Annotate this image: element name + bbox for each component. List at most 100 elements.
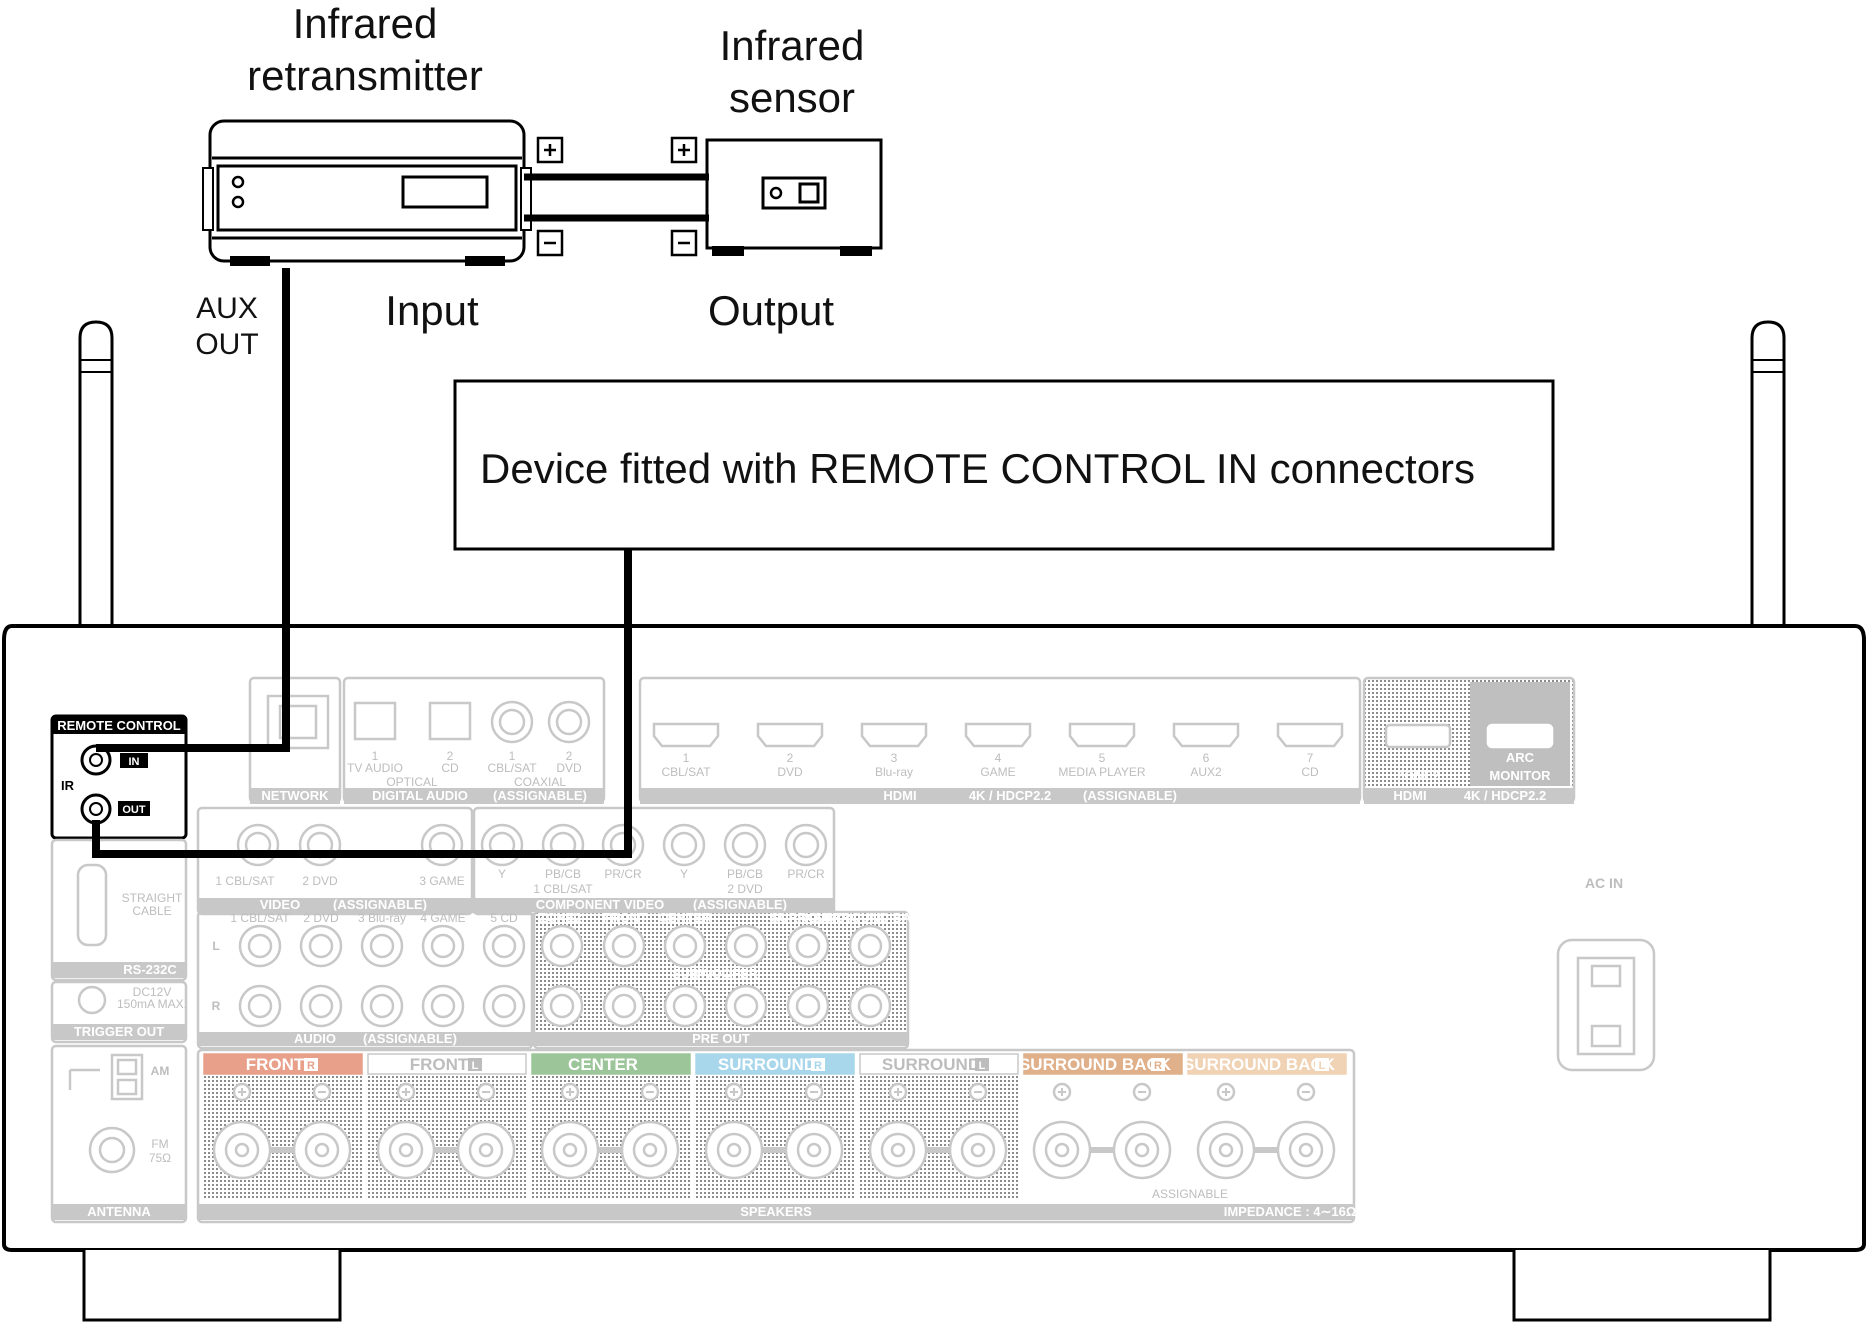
optical-1-num: 1 <box>372 749 379 763</box>
coaxial-1-num: 1 <box>509 749 516 763</box>
output-label: Output <box>708 287 834 334</box>
component-assignable-label: (ASSIGNABLE) <box>693 897 787 912</box>
preout-jack[interactable] <box>724 984 768 1028</box>
hdmi-input-name: GAME <box>980 765 1015 779</box>
retransmitter-label-line1: Infrared <box>293 0 438 47</box>
speaker-post[interactable] <box>948 1082 1008 1180</box>
ma150-label: 150mA MAX. <box>117 997 187 1011</box>
speaker-post[interactable] <box>784 1082 844 1180</box>
am-label: AM <box>151 1064 170 1078</box>
remote-out-to-device-cable <box>92 549 632 858</box>
preout-jack[interactable] <box>602 924 646 968</box>
remote-control-panel: REMOTE CONTROL IR IN OUT <box>50 714 188 840</box>
audio-jack-3-l[interactable] <box>360 924 404 968</box>
preout-jack[interactable] <box>663 984 707 1028</box>
comp-pb-2: PB/CB <box>727 867 763 881</box>
hdmi-input-name: Blu-ray <box>875 765 913 779</box>
rs232c-section: STRAIGHT CABLE RS-232C <box>50 838 188 982</box>
fm-label: FM <box>151 1137 168 1151</box>
audio-jack-4-r[interactable] <box>421 984 465 1028</box>
optical-label: OPTICAL <box>386 775 438 789</box>
audio-jack-1-l[interactable] <box>238 924 282 968</box>
infrared-sensor <box>705 138 883 256</box>
speaker-post[interactable] <box>1196 1082 1256 1180</box>
straight-label: STRAIGHT <box>122 891 183 905</box>
preout-jack[interactable] <box>602 984 646 1028</box>
audio-jack-1-r[interactable] <box>238 984 282 1028</box>
audio-jack-5-r[interactable] <box>482 984 526 1028</box>
retransmitter-label-line2: retransmitter <box>247 52 483 99</box>
impedance-label: IMPEDANCE : 4∼16Ω <box>1224 1204 1357 1219</box>
comp-pr-2: PR/CR <box>787 867 825 881</box>
speaker-name: FRONT <box>246 1055 305 1074</box>
hdmi-input-name: CBL/SAT <box>661 765 711 779</box>
preout-jack[interactable] <box>786 984 830 1028</box>
hdmi-input-name: CD <box>1301 765 1319 779</box>
speaker-name: CENTER <box>568 1055 638 1074</box>
audio-jack-3-r[interactable] <box>360 984 404 1028</box>
audio-jack-5-l[interactable] <box>482 924 526 968</box>
out-tag: OUT <box>122 804 146 816</box>
hdmi-output-section: ZONE2 ARC MONITOR HDMI 4K / HDCP2.2 <box>1362 676 1576 804</box>
coaxial-2-num: 2 <box>566 749 573 763</box>
coaxial-label: COAXIAL <box>514 775 566 789</box>
audio-jack-2-r[interactable] <box>299 984 343 1028</box>
preout-jack[interactable] <box>724 924 768 968</box>
infrared-retransmitter <box>202 119 532 266</box>
preout-front: FRONT <box>603 910 648 925</box>
audio-jack-2-l[interactable] <box>299 924 343 968</box>
hdmi-input-name: MEDIA PLAYER <box>1058 765 1145 779</box>
speaker-channel: R <box>814 1060 822 1072</box>
preout-jack[interactable] <box>848 924 892 968</box>
speaker-post[interactable] <box>376 1082 436 1180</box>
sensor-label-line2: sensor <box>729 74 855 121</box>
audio-input-label: 4 GAME <box>420 911 465 925</box>
speaker-channel: L <box>979 1060 986 1072</box>
optical-1-label: TV AUDIO <box>347 761 403 775</box>
preout-jack[interactable] <box>848 984 892 1028</box>
preout-jack[interactable] <box>540 924 584 968</box>
comp-pr-1: PR/CR <box>604 867 642 881</box>
pre-out-section: ZONE2 FRONT CENTER SURROUND SURROUND BAC… <box>532 910 931 1050</box>
preout-jack[interactable] <box>663 924 707 968</box>
speaker-post[interactable] <box>540 1082 600 1180</box>
hdmi-input-num: 6 <box>1203 751 1210 765</box>
speaker-post[interactable] <box>456 1082 516 1180</box>
trigger-out-section: DC12V 150mA MAX. TRIGGER OUT <box>50 980 188 1044</box>
plus-sign-icon-left <box>536 136 564 164</box>
comp-y-2: Y <box>680 867 688 881</box>
speaker-assignable-label: ASSIGNABLE <box>1152 1187 1228 1201</box>
speaker-name: SURROUND <box>718 1055 816 1074</box>
video-input-1: 1 CBL/SAT <box>215 874 275 888</box>
preout-jack[interactable] <box>540 984 584 1028</box>
optical-2-num: 2 <box>447 749 454 763</box>
video-section: 1 CBL/SAT 2 DVD 3 GAME VIDEO (ASSIGNABLE… <box>196 806 474 916</box>
optical-2-label: CD <box>441 761 459 775</box>
hdmi-assignable-label: (ASSIGNABLE) <box>1083 788 1177 803</box>
rs232c-label: RS-232C <box>123 962 177 977</box>
zone2-label: ZONE2 <box>1396 768 1439 783</box>
hdmi-input-num: 2 <box>787 751 794 765</box>
aux-label-line2: OUT <box>195 328 258 361</box>
comp-group-2: 2 DVD <box>727 882 763 896</box>
remote-control-device-box <box>453 379 1555 551</box>
preout-jack[interactable] <box>786 924 830 968</box>
speaker-name: SURROUND BACK <box>1019 1055 1172 1074</box>
speaker-post[interactable] <box>1112 1082 1172 1180</box>
remote-control-device-label: Device fitted with REMOTE CONTROL IN con… <box>480 445 1475 492</box>
minus-sign-icon-left <box>536 229 564 257</box>
speaker-post[interactable] <box>1032 1082 1092 1180</box>
audio-jack-4-l[interactable] <box>421 924 465 968</box>
audio-input-label: 2 DVD <box>303 911 339 925</box>
hdmi-input-7[interactable]: 7CD <box>1276 722 1344 779</box>
